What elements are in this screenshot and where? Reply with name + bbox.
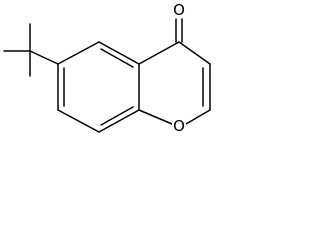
ring-oxygen-mask bbox=[172, 117, 186, 133]
bond-o1-c8a bbox=[138, 109, 173, 125]
ring-oxygen-label: O bbox=[173, 117, 185, 135]
carbonyl-oxygen-atom: O bbox=[172, 1, 186, 19]
bond-benz-c4-c5 bbox=[98, 109, 140, 133]
benzene-ring bbox=[57, 41, 140, 133]
carbonyl-oxygen-label: O bbox=[173, 1, 185, 19]
ring-oxygen-atom: O bbox=[172, 117, 186, 135]
bond-benz-double-bottom bbox=[100, 106, 134, 126]
chemical-structure-drawing: O O bbox=[3, 1, 211, 135]
carbonyl-oxygen-mask bbox=[172, 2, 186, 18]
bond-c2-o1 bbox=[185, 109, 211, 125]
bond-benz-c2-c3 bbox=[98, 41, 140, 65]
bond-c4-c3 bbox=[178, 41, 211, 65]
bond-c4a-c4 bbox=[138, 41, 180, 65]
bond-benz-double-top bbox=[100, 48, 134, 68]
bond-tbu-to-ring bbox=[29, 50, 59, 65]
bond-benz-c5-c6 bbox=[57, 109, 100, 133]
pyranone-ring bbox=[138, 18, 211, 125]
bond-benz-c1-c2 bbox=[57, 41, 100, 65]
tert-butyl-group bbox=[3, 23, 59, 77]
